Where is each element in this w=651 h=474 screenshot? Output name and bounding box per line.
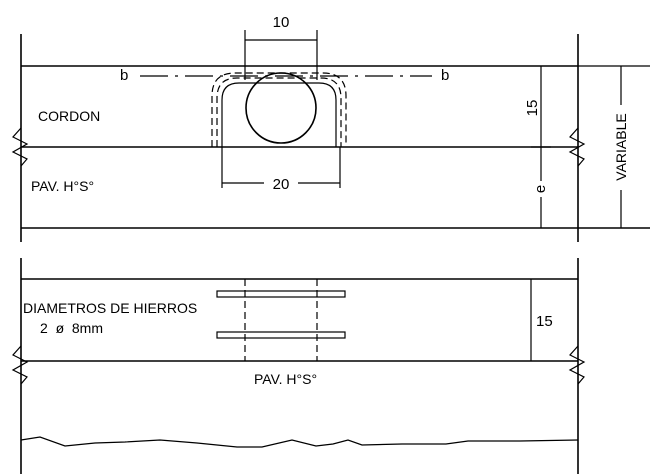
rebar-outline-middle	[216, 77, 342, 147]
pavement-label-top: PAV. H°S°	[31, 178, 94, 194]
rebar-bar-upper	[216, 290, 346, 298]
bottom-right-break-symbol	[568, 345, 586, 385]
dim-10-label: 10	[273, 14, 290, 31]
top-section: 10 b b 20 CORDON PAV. H°S° 15 e VARIABLE	[11, 14, 650, 242]
drain-pipe-circle	[245, 72, 317, 144]
variable-label: VARIABLE	[613, 113, 629, 180]
rebar-bar-lower	[216, 331, 346, 339]
pavement-label-bottom: PAV. H°S°	[254, 371, 317, 387]
curb-label: CORDON	[38, 108, 100, 124]
rebar-diameter-label: DIAMETROS DE HIERROS	[23, 300, 197, 316]
dim-15-bottom-label: 15	[536, 313, 553, 330]
dim-20-label: 20	[273, 176, 290, 193]
left-break-symbol	[11, 127, 29, 167]
right-break-symbol	[568, 127, 586, 167]
axis-b-right-label: b	[441, 67, 449, 84]
bottom-left-break-symbol	[11, 345, 29, 385]
axis-b-left-label: b	[120, 67, 128, 84]
rebar-quantity-label: 2 ø 8mm	[40, 320, 103, 336]
dim-15-top-label: 15	[524, 100, 541, 117]
ground-break-line	[20, 436, 579, 448]
rebar-outline-inner	[221, 82, 337, 147]
dim-e-label-bg	[532, 181, 546, 197]
bottom-section: DIAMETROS DE HIERROS 2 ø 8mm PAV. H°S° 1…	[11, 258, 586, 474]
dim-e-label: e	[532, 185, 549, 193]
